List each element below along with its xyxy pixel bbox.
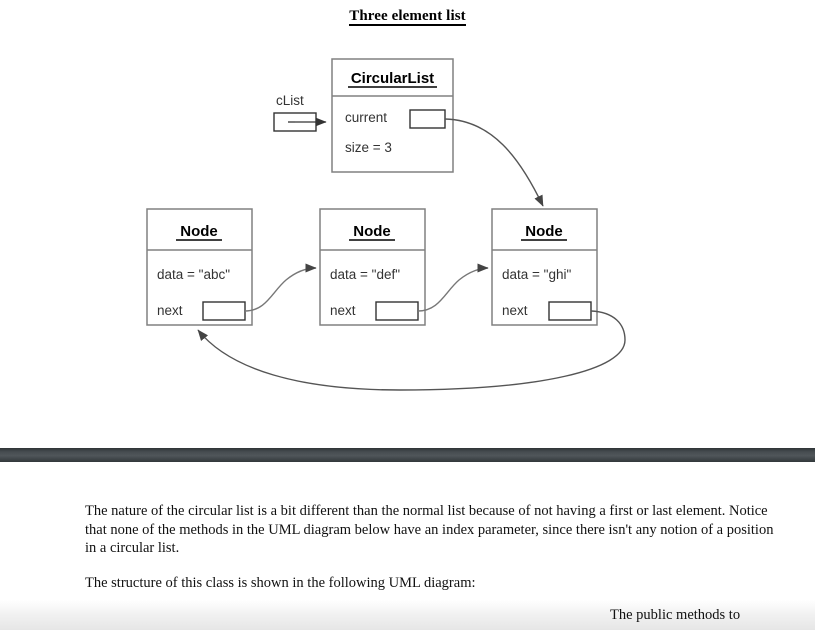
arrow-node2-to-node3 bbox=[417, 263, 489, 312]
slide-circular-list-description: The nature of the circular list is a bit… bbox=[0, 462, 815, 600]
circularlist-class-name: CircularList bbox=[351, 70, 434, 87]
node-3-class-name: Node bbox=[525, 223, 563, 240]
node-2-data-field: data = "def" bbox=[330, 267, 400, 282]
node-1-data-field: data = "abc" bbox=[157, 267, 230, 282]
body-paragraph-1: The nature of the circular list is a bit… bbox=[85, 503, 774, 556]
next-slide-peek: The public methods to bbox=[0, 600, 815, 630]
body-paragraph-2: The structure of this class is shown in … bbox=[85, 574, 476, 591]
node-2-class-name: Node bbox=[353, 223, 391, 240]
node-3: Node data = "ghi" next bbox=[491, 208, 598, 326]
variable-clist-label: cList bbox=[276, 93, 304, 108]
slide-three-element-list: Three element list cList bbox=[0, 8, 815, 440]
object-diagram: cList CircularList current size = 3 bbox=[0, 40, 815, 440]
node-2: Node data = "def" next bbox=[319, 208, 426, 326]
node-2-next-pointer-box bbox=[375, 301, 419, 321]
slide-title: Three element list bbox=[0, 8, 815, 26]
next-slide-peek-text: The public methods to bbox=[610, 607, 741, 623]
body-text-block: The nature of the circular list is a bit… bbox=[85, 502, 775, 592]
circularlist-field-current-label: current bbox=[345, 110, 387, 125]
node-3-next-pointer-box bbox=[548, 301, 592, 321]
circularlist-object: CircularList current size = 3 bbox=[331, 58, 454, 173]
circularlist-field-current-pointer-box bbox=[409, 109, 446, 129]
variable-clist: cList bbox=[273, 93, 327, 132]
arrow-current-to-node3 bbox=[444, 118, 544, 207]
node-1-next-pointer-box bbox=[202, 301, 246, 321]
slide-divider-bar bbox=[0, 448, 815, 462]
object-diagram-svg: cList CircularList current size = 3 bbox=[146, 58, 626, 391]
node-1-class-name: Node bbox=[180, 223, 218, 240]
node-1-next-label: next bbox=[157, 303, 183, 318]
node-3-data-field: data = "ghi" bbox=[502, 267, 571, 282]
arrow-node3-to-node1-wraparound bbox=[197, 310, 626, 391]
node-1: Node data = "abc" next bbox=[146, 208, 253, 326]
circularlist-field-size-label: size = 3 bbox=[345, 140, 392, 155]
node-2-next-label: next bbox=[330, 303, 356, 318]
slide-title-text: Three element list bbox=[349, 8, 466, 26]
arrow-node1-to-node2 bbox=[244, 263, 317, 312]
node-3-next-label: next bbox=[502, 303, 528, 318]
